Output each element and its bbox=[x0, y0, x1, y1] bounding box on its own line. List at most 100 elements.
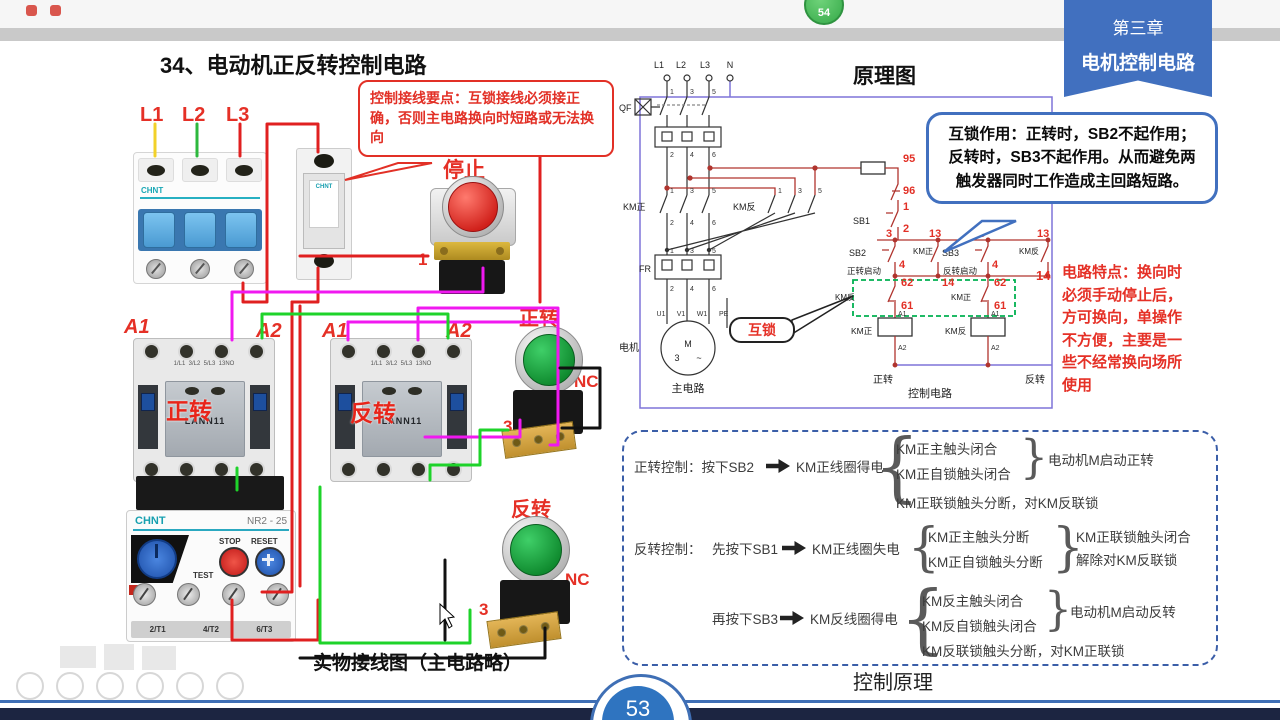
mount-plate bbox=[434, 242, 510, 260]
phase-label-l3: L3 bbox=[226, 104, 250, 126]
green-cap bbox=[510, 524, 562, 576]
brace-left: { bbox=[908, 516, 940, 578]
principle-r2-intro: 反转控制： bbox=[634, 542, 702, 557]
breaker-handle bbox=[225, 212, 258, 248]
principle-r2-step: 先按下SB1 bbox=[712, 542, 779, 557]
watermark-player-icon bbox=[16, 672, 44, 700]
sch-terminal-number: 4 bbox=[690, 286, 694, 293]
main-circuit-symbols bbox=[634, 74, 816, 376]
gray-band bbox=[0, 28, 1280, 41]
contactor-side bbox=[335, 385, 355, 449]
screw-icon bbox=[146, 259, 166, 279]
sch-number: 13 bbox=[929, 228, 941, 240]
sch-number: 13 bbox=[1037, 228, 1049, 240]
screw-icon bbox=[234, 259, 254, 279]
thermal-model: NR2 - 25 bbox=[246, 516, 287, 527]
sch-terminal-number: 1 bbox=[778, 188, 782, 195]
terminal-mark: 6/T3 bbox=[256, 625, 273, 634]
terminal bbox=[182, 158, 218, 182]
thermal-accent-line bbox=[133, 529, 289, 531]
sch-number: 4 bbox=[992, 259, 999, 271]
thermal-top-block bbox=[136, 476, 284, 510]
sch-label: KM正 bbox=[623, 202, 646, 212]
principle-r1-c2: KM正自锁触头闭合 bbox=[896, 467, 1011, 482]
breaker-brand: CHNT bbox=[141, 186, 164, 195]
sch-number: 96 bbox=[903, 185, 915, 197]
sch-label: 反转 bbox=[1025, 373, 1045, 386]
sch-number: 14 bbox=[1036, 268, 1051, 283]
principle-r3-step: 再按下SB3 bbox=[712, 612, 779, 627]
cross-icon bbox=[262, 553, 274, 566]
principle-r2-out1: KM正联锁触头闭合 bbox=[1076, 530, 1191, 545]
terminal bbox=[138, 158, 174, 182]
terminal-mark: 4/T2 bbox=[202, 625, 219, 634]
recording-indicator-icon bbox=[26, 5, 37, 16]
screw-icon bbox=[410, 461, 427, 478]
sch-label: ~ bbox=[696, 353, 701, 363]
sch-number: 2 bbox=[903, 223, 909, 235]
sch-terminal-number: 1 bbox=[670, 188, 674, 195]
thermal-reset-label: RESET bbox=[251, 537, 278, 546]
principle-r1-result: KM正线圈得电 bbox=[796, 460, 884, 475]
sch-number: 62 bbox=[994, 277, 1006, 289]
reverse-nc-label: NC bbox=[565, 570, 590, 589]
sch-label: FR bbox=[639, 264, 651, 274]
circuit-feature-note: 电路特点：换向时必须手动停止后，方可换向，单操作不方便，主要是一些不经常换向场所… bbox=[1062, 264, 1183, 394]
sch-number: 61 bbox=[901, 300, 913, 312]
screw-icon bbox=[340, 343, 357, 360]
schematic-labels: L1 L2 L3 N QF 1 3 5 2 4 6 KM正 KM反 1 3 5 … bbox=[619, 60, 1045, 400]
sch-terminal-number: 3 bbox=[690, 188, 694, 195]
contactor-forward: 1/L1 3/L2 5/L3 13NO LANN11 bbox=[133, 338, 275, 482]
principle-r3-c2: KM反自锁触头闭合 bbox=[922, 619, 1037, 634]
watermark-block bbox=[60, 646, 96, 668]
fuse-body: CHNT bbox=[303, 173, 345, 249]
sch-label: 反转启动 bbox=[943, 266, 978, 276]
sch-label: A2 bbox=[991, 345, 1000, 352]
fuse-label: CHNT bbox=[309, 180, 339, 228]
interlock-tag: 互锁 bbox=[729, 317, 795, 343]
sch-number: 61 bbox=[994, 300, 1006, 312]
sch-label: SB3 bbox=[942, 248, 959, 258]
sch-terminal-number: 4 bbox=[690, 152, 694, 159]
chapter-title: 电机控制电路 bbox=[1080, 53, 1195, 74]
principle-r3-result: KM反线圈得电 bbox=[810, 612, 898, 627]
sch-label: A1 bbox=[991, 311, 1000, 318]
breaker-accent-line bbox=[140, 197, 260, 199]
principle-r1-c1: KM正主触头闭合 bbox=[896, 442, 998, 457]
contactor-terminal-marks: 1/L1 3/L2 5/L3 13NO bbox=[173, 361, 235, 367]
contactor-faceplate: LANN11 bbox=[165, 381, 245, 457]
sch-label: KM正 bbox=[913, 247, 933, 256]
principle-r3-out: 电动机M启动反转 bbox=[1070, 605, 1176, 620]
sch-number: 3 bbox=[886, 228, 892, 240]
fuse-terminal bbox=[314, 154, 334, 168]
sch-label: M bbox=[684, 339, 692, 349]
breaker-terminals bbox=[134, 153, 266, 182]
arrow-right-icon bbox=[766, 459, 790, 473]
contactor-window bbox=[141, 393, 155, 411]
arrow-right-icon bbox=[782, 541, 806, 555]
wiring-diagram-caption: 实物接线图（主电路略） bbox=[313, 653, 523, 674]
screw-icon bbox=[177, 583, 201, 606]
thermal-brand: CHNT bbox=[135, 515, 166, 527]
brace-right: } bbox=[1044, 582, 1072, 637]
sch-terminal-number: 5 bbox=[712, 248, 716, 255]
contactor1-role-label: 正转 bbox=[166, 398, 212, 424]
green-cap bbox=[523, 334, 575, 386]
phase-label-l1: L1 bbox=[140, 104, 164, 126]
schematic-svg: L1 L2 L3 N QF 1 3 5 2 4 6 KM正 KM反 1 3 5 … bbox=[619, 60, 1053, 409]
thermal-reset-button bbox=[255, 547, 285, 577]
sch-terminal-number: 5 bbox=[818, 188, 822, 195]
principle-r1-intro: 正转控制：按下SB2 bbox=[634, 460, 755, 475]
screw-icon bbox=[143, 343, 160, 360]
contact-block bbox=[439, 260, 505, 294]
contactor1-a1-label: A1 bbox=[124, 316, 150, 338]
sch-label: W1 bbox=[697, 311, 708, 318]
principle-r2-c1: KM正主触头分断 bbox=[928, 530, 1030, 545]
brace-left: { bbox=[874, 421, 920, 511]
watermark-block bbox=[104, 644, 134, 670]
contactor-terminals bbox=[134, 339, 274, 360]
circuit-breaker: CHNT bbox=[133, 152, 267, 284]
sch-label: SB1 bbox=[853, 216, 870, 226]
contactor-brand: LANN11 bbox=[381, 416, 423, 426]
